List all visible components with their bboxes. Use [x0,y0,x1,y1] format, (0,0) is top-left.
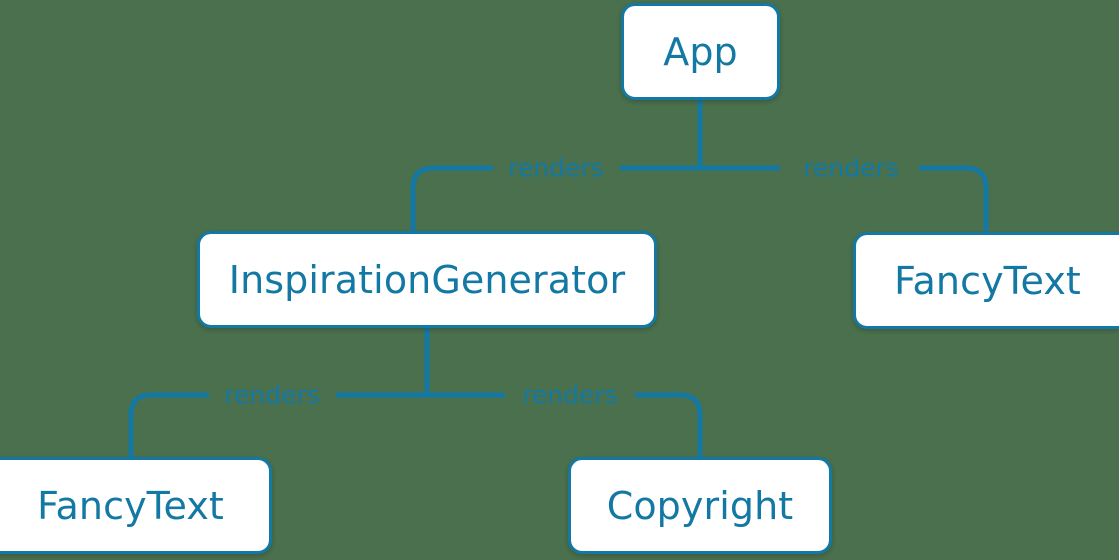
edge-label-inspiration-to-copyright: renders [522,380,618,410]
node-fancytext-left-label: FancyText [37,483,224,528]
edge-label-app-to-inspiration: renders [508,153,604,183]
node-app-label: App [663,29,738,74]
edge-app-to-inspiration-segment-b [410,165,494,234]
node-fancytext-left[interactable]: FancyText [0,457,272,554]
edge-app-to-fancytext-segment-b [918,165,989,235]
edge-inspiration-to-copyright-segment-b [634,392,703,460]
edge-label-inspiration-to-fancytext: renders [224,380,320,410]
node-inspiration-generator-label: InspirationGenerator [228,257,626,302]
node-fancytext-right[interactable]: FancyText [853,232,1119,329]
edge-inspiration-to-fancytext-segment-b [128,392,210,460]
node-inspiration-generator[interactable]: InspirationGenerator [197,231,657,328]
edge-label-app-to-fancytext: renders [803,153,899,183]
node-copyright[interactable]: Copyright [568,457,832,554]
node-fancytext-right-label: FancyText [894,258,1081,303]
node-app[interactable]: App [621,3,780,100]
node-copyright-label: Copyright [606,483,794,528]
